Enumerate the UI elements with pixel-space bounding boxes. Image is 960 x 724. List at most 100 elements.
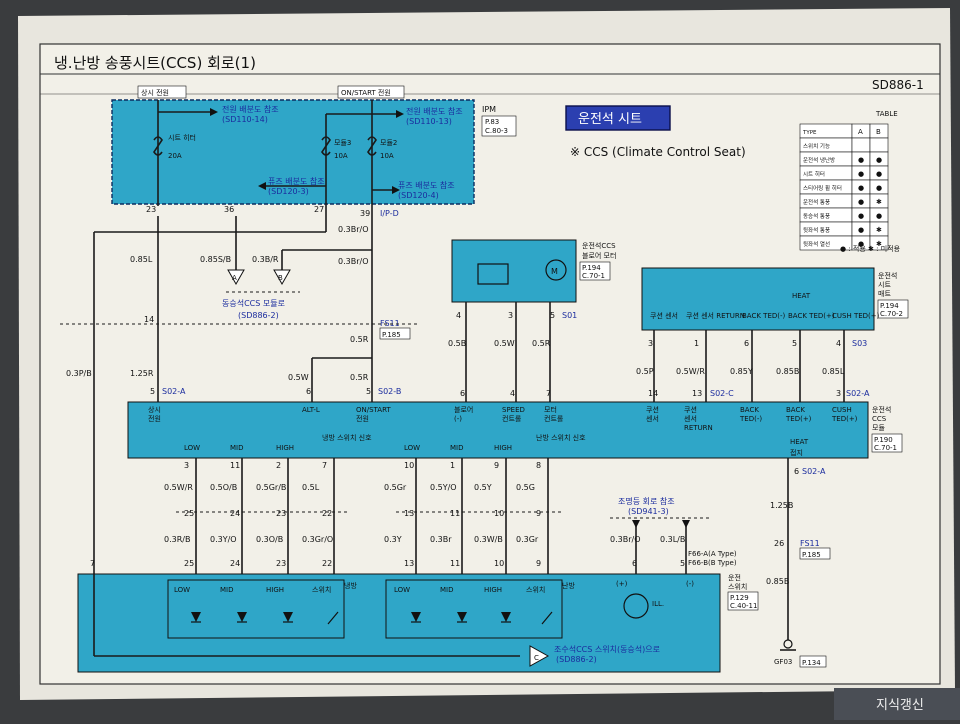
wire-code: 0.5Y/O bbox=[430, 483, 457, 492]
switch-col-label: LOW bbox=[184, 444, 200, 452]
svg-text:모듈3: 모듈3 bbox=[334, 139, 351, 147]
svg-text:모듈2: 모듈2 bbox=[380, 139, 397, 147]
svg-text:퓨즈 배분도 참조: 퓨즈 배분도 참조 bbox=[398, 180, 455, 190]
svg-text:P.194: P.194 bbox=[582, 264, 601, 272]
table-cell-label: 뒷좌석 통풍 bbox=[803, 226, 830, 234]
fuse-icon bbox=[321, 136, 331, 156]
svg-text:5: 5 bbox=[550, 311, 555, 320]
svg-text:F66-B(B Type): F66-B(B Type) bbox=[688, 559, 737, 567]
svg-text:6: 6 bbox=[306, 387, 311, 396]
svg-text:0.85S/B: 0.85S/B bbox=[200, 255, 231, 264]
svg-text:27: 27 bbox=[314, 205, 324, 214]
svg-text:(SD120-3): (SD120-3) bbox=[268, 187, 309, 196]
table-cell-label: 운전석 통풍 bbox=[803, 198, 830, 206]
svg-text:모듈: 모듈 bbox=[872, 424, 885, 432]
switch-panel-label: 스위치 bbox=[312, 585, 331, 594]
svg-text:0.5R: 0.5R bbox=[350, 335, 369, 344]
svg-text:● : 적용 ✱ : 미적용: ● : 적용 ✱ : 미적용 bbox=[840, 244, 901, 253]
svg-text:ILL.: ILL. bbox=[652, 600, 664, 608]
constant-power-label: 상시 전원 bbox=[141, 88, 169, 97]
svg-text:난방: 난방 bbox=[562, 581, 575, 590]
svg-text:접지: 접지 bbox=[790, 448, 803, 457]
svg-text:0.5W: 0.5W bbox=[494, 339, 515, 348]
switch-panel-label: HIGH bbox=[484, 586, 502, 594]
svg-text:퓨즈 배분도 참조: 퓨즈 배분도 참조 bbox=[268, 176, 325, 186]
svg-text:0.3Br/O: 0.3Br/O bbox=[338, 257, 369, 266]
svg-text:(SD110-13): (SD110-13) bbox=[406, 117, 452, 126]
table-cell-a: A bbox=[858, 128, 863, 136]
led-icon bbox=[411, 612, 421, 622]
svg-text:HEAT: HEAT bbox=[790, 438, 809, 446]
svg-text:6: 6 bbox=[460, 389, 465, 398]
pin-number: 9 bbox=[536, 559, 541, 568]
ipm-label: IPM bbox=[482, 105, 496, 114]
svg-text:S02-A: S02-A bbox=[802, 467, 826, 476]
module-pin-label: TED(-) bbox=[739, 415, 762, 423]
svg-text:I/P-D: I/P-D bbox=[380, 209, 399, 218]
led-icon bbox=[457, 612, 467, 622]
svg-text:0.85B: 0.85B bbox=[776, 367, 799, 376]
svg-text:스위치: 스위치 bbox=[728, 582, 747, 591]
svg-text:39: 39 bbox=[360, 209, 370, 218]
svg-text:7: 7 bbox=[546, 389, 551, 398]
pin-number: 2 bbox=[276, 461, 281, 470]
knowledge-update-button[interactable] bbox=[834, 688, 960, 720]
svg-text:0.3L/B: 0.3L/B bbox=[660, 535, 685, 544]
pin-number: 23 bbox=[276, 559, 286, 568]
module-pin-label: 블로어 bbox=[454, 405, 473, 414]
table-cell-label: 뒷좌석 열선 bbox=[803, 240, 830, 248]
svg-text:1.25B: 1.25B bbox=[770, 501, 793, 510]
svg-text:0.85L: 0.85L bbox=[130, 255, 153, 264]
pin-number: 9 bbox=[494, 461, 499, 470]
pin-number: 10 bbox=[494, 509, 504, 518]
fuse-icon bbox=[367, 136, 377, 156]
svg-text:지식갱신: 지식갱신 bbox=[876, 698, 924, 713]
wire-code: 0.3R/B bbox=[164, 535, 190, 544]
wire-code: 0.5Gr bbox=[384, 483, 407, 492]
svg-text:시트 히터: 시트 히터 bbox=[168, 133, 196, 142]
switch-col-label: HIGH bbox=[276, 444, 294, 452]
module-pin-label: ON/START bbox=[356, 406, 391, 414]
table-title: TABLE bbox=[875, 110, 898, 118]
wire-code: 0.3O/B bbox=[256, 535, 283, 544]
svg-text:GF03: GF03 bbox=[774, 658, 792, 666]
wire-code: 0.5G bbox=[516, 483, 535, 492]
wire-code: 0.5Y bbox=[474, 483, 492, 492]
svg-text:S02-A: S02-A bbox=[162, 387, 186, 396]
module-pin-label: 컨트롤 bbox=[544, 414, 564, 423]
svg-text:C.80-3: C.80-3 bbox=[485, 127, 508, 135]
svg-text:B: B bbox=[278, 274, 283, 282]
table-cell-a: ● bbox=[858, 212, 864, 220]
module-pin-label: BACK bbox=[740, 406, 759, 414]
svg-text:36: 36 bbox=[224, 205, 234, 214]
pin-number: 5 bbox=[680, 559, 685, 568]
pin-number: 7 bbox=[90, 559, 95, 568]
switch-col-label: MID bbox=[230, 444, 244, 452]
table-cell-label: TYPE bbox=[802, 130, 817, 136]
led-icon bbox=[191, 612, 201, 622]
svg-text:0.3P/B: 0.3P/B bbox=[66, 369, 92, 378]
svg-text:쿠션 센서: 쿠션 센서 bbox=[650, 311, 678, 320]
module-pin-label: 센서 bbox=[684, 414, 697, 423]
svg-text:14: 14 bbox=[144, 315, 154, 324]
svg-text:(SD120-4): (SD120-4) bbox=[398, 191, 439, 200]
pin-number: 6 bbox=[632, 559, 637, 568]
svg-text:CUSH TED(+): CUSH TED(+) bbox=[832, 312, 880, 320]
module-pin-label: 쿠션 bbox=[684, 405, 697, 414]
svg-text:5: 5 bbox=[150, 387, 155, 396]
svg-text:운전석: 운전석 bbox=[878, 271, 897, 280]
svg-text:FS11: FS11 bbox=[800, 539, 820, 548]
pin-number: 9 bbox=[536, 509, 541, 518]
svg-text:S02-C: S02-C bbox=[710, 389, 734, 398]
svg-text:0.5R: 0.5R bbox=[350, 373, 369, 382]
switch-panel-label: MID bbox=[220, 586, 234, 594]
svg-text:0.85B: 0.85B bbox=[766, 577, 789, 586]
module-pin-label: BACK bbox=[786, 406, 805, 414]
led-icon bbox=[237, 612, 247, 622]
svg-text:3: 3 bbox=[836, 389, 841, 398]
table-cell-b: ● bbox=[876, 184, 882, 192]
switch-icon bbox=[327, 611, 339, 625]
svg-text:(SD941-3): (SD941-3) bbox=[628, 507, 669, 516]
